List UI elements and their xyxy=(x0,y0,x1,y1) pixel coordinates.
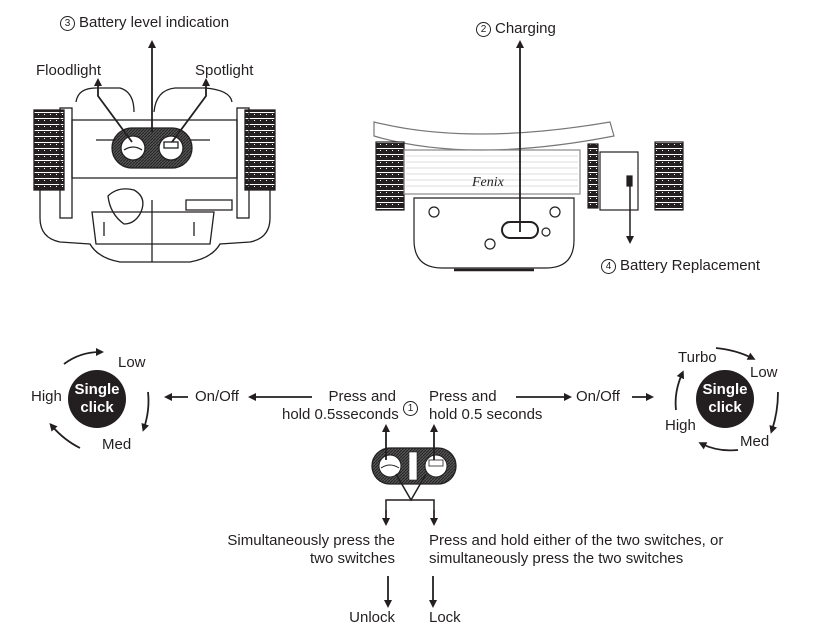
spotlight-label: Spotlight xyxy=(195,62,254,79)
cycle-arrow-high-turbo xyxy=(674,370,685,411)
battery-indication-label: 3 Battery level indication xyxy=(60,14,229,32)
bubble-line1: Single xyxy=(74,381,120,398)
right-onoff-label: On/Off xyxy=(576,388,620,405)
unlock-description: Simultaneously press the two switches xyxy=(190,532,395,568)
left-press-line1: Press and xyxy=(328,388,396,405)
left-single-click-bubble: Single click xyxy=(68,370,126,428)
step-number-3: 3 xyxy=(60,16,75,31)
switch-number-label: 1 xyxy=(403,399,422,417)
right-single-click-bubble: Single click xyxy=(696,370,754,428)
floodlight-arrow xyxy=(94,78,133,143)
battery-replacement-text: Battery Replacement xyxy=(620,257,761,274)
lock-desc-line2: simultaneously press the two switches xyxy=(429,550,684,567)
left-mode-med: Med xyxy=(102,436,132,453)
switch-split-line xyxy=(385,499,435,522)
right-press-line1: Press and xyxy=(429,388,497,405)
cycle-arrow-low-med xyxy=(141,391,150,432)
step-number-1: 1 xyxy=(403,401,418,416)
unlock-desc-line1: Simultaneously press the xyxy=(227,532,395,549)
cycle-arrow-med-high-right xyxy=(698,442,739,452)
headlamp-front-view xyxy=(33,87,276,263)
right-knob xyxy=(244,109,276,191)
cycle-arrow-low-med-right xyxy=(769,391,779,434)
rear-left-knob xyxy=(375,141,405,211)
right-mode-low: Low xyxy=(750,364,778,381)
cycle-arrow-high-low xyxy=(63,348,104,365)
left-press-line2: hold 0.5sseconds xyxy=(282,406,399,423)
right-mode-med: Med xyxy=(740,433,770,450)
rear-right-knob xyxy=(654,141,684,211)
battery-indication-text: Battery level indication xyxy=(79,14,230,31)
lock-desc-line1: Press and hold either of the two switche… xyxy=(429,532,724,549)
lock-description: Press and hold either of the two switche… xyxy=(429,532,723,568)
step-number-4: 4 xyxy=(601,259,616,274)
cycle-arrow-turbo-low xyxy=(715,347,756,360)
right-press-line2: hold 0.5 seconds xyxy=(429,406,543,423)
left-knob xyxy=(33,109,65,191)
floodlight-label: Floodlight xyxy=(36,62,102,79)
battery-tube xyxy=(599,151,639,211)
lock-label: Lock xyxy=(429,609,461,626)
right-mode-high: High xyxy=(665,417,696,434)
right-mode-turbo: Turbo xyxy=(678,349,717,366)
step-number-2: 2 xyxy=(476,22,491,37)
charging-label: 2 Charging xyxy=(476,20,556,38)
bubble-line2: click xyxy=(80,399,114,416)
right-press-instruction: Press and hold 0.5 seconds xyxy=(429,388,542,424)
battery-replacement-label: 4 Battery Replacement xyxy=(601,257,760,275)
unlock-desc-line2: two switches xyxy=(309,550,395,567)
left-mode-low: Low xyxy=(118,354,146,371)
spotlight-arrow xyxy=(171,78,210,143)
left-mode-high: High xyxy=(31,388,62,405)
unlock-label: Unlock xyxy=(349,609,395,626)
switch-diagram xyxy=(371,447,457,485)
left-press-instruction: Press and hold 0.5sseconds xyxy=(282,388,399,424)
headlamp-rear-view xyxy=(373,121,684,272)
brand-logo: Fenix xyxy=(471,175,505,190)
charging-text: Charging xyxy=(495,20,556,37)
bubble-line2: click xyxy=(708,399,742,416)
bubble-line1: Single xyxy=(702,381,748,398)
cycle-arrow-med-high xyxy=(49,422,81,449)
left-onoff-label: On/Off xyxy=(195,388,239,405)
